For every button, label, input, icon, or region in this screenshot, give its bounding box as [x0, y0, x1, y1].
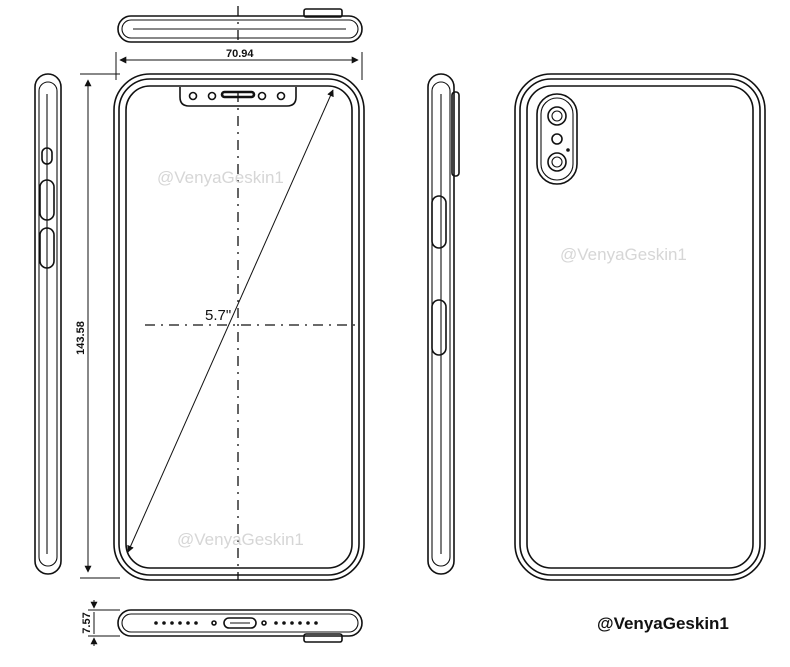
depth-dimension-label: 7.57 [81, 612, 93, 633]
top-edge-view [117, 6, 363, 46]
watermark-front-top: @VenyaGeskin1 [157, 168, 284, 187]
screen-size-label: 5.7" [205, 307, 231, 324]
watermark-back: @VenyaGeskin1 [560, 245, 687, 264]
front-view [113, 73, 365, 581]
height-dimension-label: 143.58 [75, 321, 87, 355]
bottom-edge-view [117, 609, 363, 643]
height-dimension [80, 73, 120, 579]
left-side-view [34, 73, 62, 575]
watermark-front-bottom: @VenyaGeskin1 [177, 530, 304, 549]
width-dimension [115, 52, 363, 80]
author-credit: @VenyaGeskin1 [597, 614, 729, 633]
width-dimension-label: 70.94 [226, 48, 254, 60]
back-view [514, 73, 766, 581]
rear-camera-module [536, 93, 578, 185]
depth-dimension [88, 600, 120, 646]
right-side-view [427, 73, 460, 575]
